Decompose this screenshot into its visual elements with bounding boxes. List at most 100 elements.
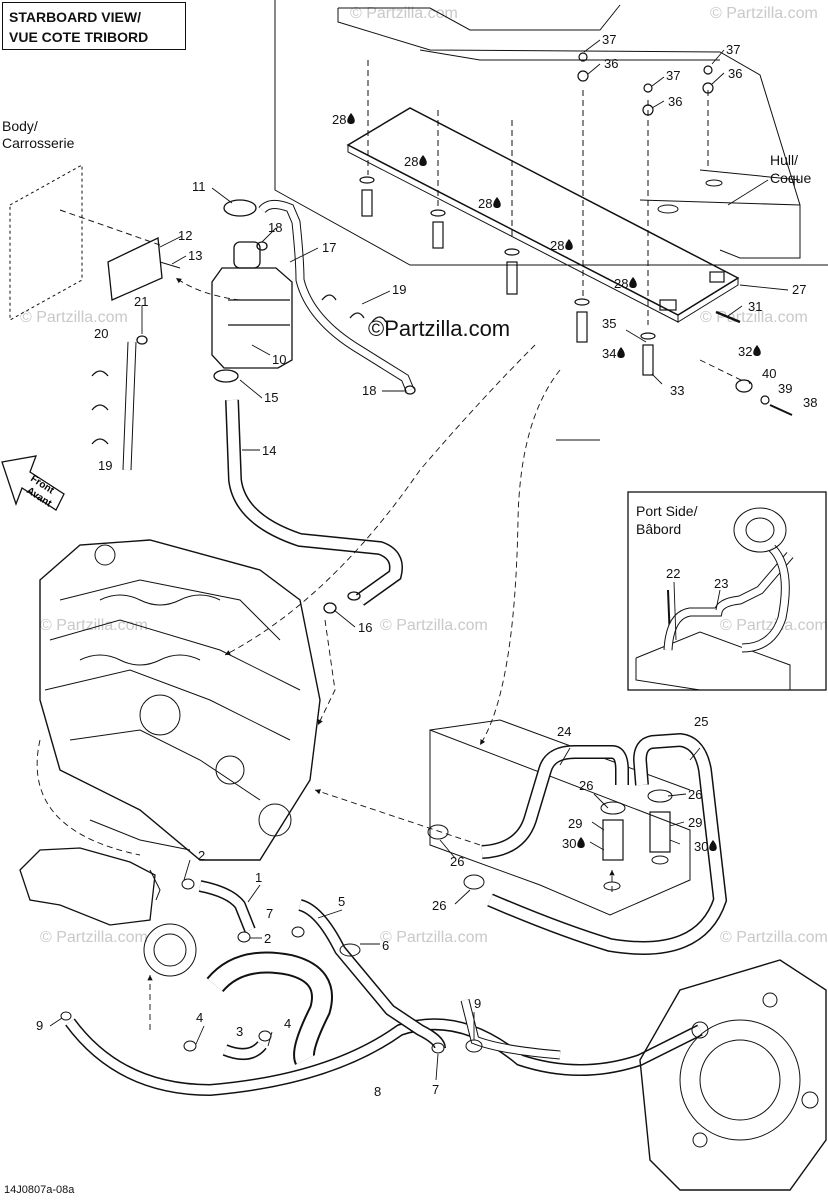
- callout-14: 14: [262, 443, 276, 458]
- callout-27: 27: [792, 282, 806, 297]
- callout-39: 39: [778, 381, 792, 396]
- callout-16: 16: [358, 620, 372, 635]
- callout-17: 17: [322, 240, 336, 255]
- callout-29: 29: [568, 816, 582, 831]
- hull-label: Hull/: [770, 152, 798, 168]
- watermark-main: ©Partzilla.com: [368, 316, 510, 341]
- callout-26: 26: [688, 787, 702, 802]
- callout-6: 6: [382, 938, 389, 953]
- callout-18: 18: [268, 220, 282, 235]
- loctite-drop-icon: [565, 239, 573, 250]
- callout-35: 35: [602, 316, 616, 331]
- view-title: STARBOARD VIEW/ VUE COTE TRIBORD: [2, 2, 186, 50]
- port-side-label: Bâbord: [636, 521, 681, 537]
- callout-37: 37: [666, 68, 680, 83]
- callout-32: 32: [738, 344, 752, 359]
- callout-29: 29: [688, 815, 702, 830]
- front-direction-arrow: Front Avant: [1, 455, 65, 511]
- callout-36: 36: [668, 94, 682, 109]
- port-side-label: Port Side/: [636, 503, 698, 519]
- callout-9: 9: [36, 1018, 43, 1033]
- callout-30: 30: [562, 836, 576, 851]
- callout-37: 37: [726, 42, 740, 57]
- callout-36: 36: [728, 66, 742, 81]
- loctite-drop-icon: [577, 837, 585, 848]
- loctite-drop-icon: [347, 113, 355, 124]
- body-bracket: [9, 164, 181, 321]
- callout-33: 33: [670, 383, 684, 398]
- callout-4: 4: [284, 1016, 291, 1031]
- callout-26: 26: [432, 898, 446, 913]
- callout-30: 30: [694, 839, 708, 854]
- loctite-drop-icon: [419, 155, 427, 166]
- watermark: © Partzilla.com: [350, 5, 458, 22]
- watermark: © Partzilla.com: [700, 309, 808, 326]
- callout-9: 9: [474, 996, 481, 1011]
- callout-28: 28: [478, 196, 492, 211]
- watermark: © Partzilla.com: [710, 5, 818, 22]
- loctite-drop-icon: [753, 345, 761, 356]
- callout-28: 28: [404, 154, 418, 169]
- callout-38: 38: [803, 395, 817, 410]
- watermark: © Partzilla.com: [40, 617, 148, 634]
- callout-4: 4: [196, 1010, 203, 1025]
- callout-22: 22: [666, 566, 680, 581]
- callout-40: 40: [762, 366, 776, 381]
- drawing-code: 14J0807a-08a: [4, 1184, 75, 1196]
- heat-exchanger-assembly: [427, 719, 728, 955]
- region-labels: Body/ Carrosserie Hull/ Coque Port Side/…: [2, 118, 811, 537]
- callout-23: 23: [714, 576, 728, 591]
- watermark: © Partzilla.com: [380, 929, 488, 946]
- reservoir-assembly: [91, 199, 416, 614]
- leader-lines: [36, 39, 789, 1081]
- port-side-inset: [627, 491, 827, 691]
- hull-assembly: [274, 0, 828, 416]
- callout-3: 3: [236, 1024, 243, 1039]
- callout-26: 26: [450, 854, 464, 869]
- callout-20: 20: [94, 326, 108, 341]
- engine: [39, 539, 321, 861]
- loctite-drop-icon: [629, 277, 637, 288]
- callout-28: 28: [332, 112, 346, 127]
- callout-13: 13: [188, 248, 202, 263]
- callout-15: 15: [264, 390, 278, 405]
- callout-7: 7: [432, 1082, 439, 1097]
- body-label: Body/: [2, 118, 38, 134]
- callout-10: 10: [272, 352, 286, 367]
- callout-2: 2: [198, 848, 205, 863]
- callout-12: 12: [178, 228, 192, 243]
- callout-5: 5: [338, 894, 345, 909]
- callout-1: 1: [255, 870, 262, 885]
- callout-2: 2: [264, 931, 271, 946]
- callout-7: 7: [266, 906, 273, 921]
- callout-25: 25: [694, 714, 708, 729]
- watermark: © Partzilla.com: [20, 309, 128, 326]
- loctite-drop-icon: [493, 197, 501, 208]
- body-label: Carrosserie: [2, 135, 75, 151]
- callout-11: 11: [192, 179, 206, 194]
- callout-37: 37: [602, 32, 616, 47]
- callout-26: 26: [579, 778, 593, 793]
- callout-8: 8: [374, 1084, 381, 1099]
- view-title-line: VUE COTE TRIBORD: [9, 29, 149, 45]
- lower-cooling-assembly: [19, 847, 827, 1191]
- watermark: © Partzilla.com: [720, 929, 828, 946]
- callout-28: 28: [550, 238, 564, 253]
- callout-21: 21: [134, 294, 148, 309]
- callout-34: 34: [602, 346, 616, 361]
- watermark: © Partzilla.com: [380, 617, 488, 634]
- view-title-line: STARBOARD VIEW/: [9, 9, 141, 25]
- watermark: © Partzilla.com: [40, 929, 148, 946]
- callout-18: 18: [362, 383, 376, 398]
- callout-36: 36: [604, 56, 618, 71]
- hull-label: Coque: [770, 170, 811, 186]
- callout-19: 19: [98, 458, 112, 473]
- callout-31: 31: [748, 299, 762, 314]
- callout-28: 28: [614, 276, 628, 291]
- callout-24: 24: [557, 724, 571, 739]
- loctite-drop-icon: [709, 840, 717, 851]
- loctite-drop-icon: [617, 347, 625, 358]
- callout-19: 19: [392, 282, 406, 297]
